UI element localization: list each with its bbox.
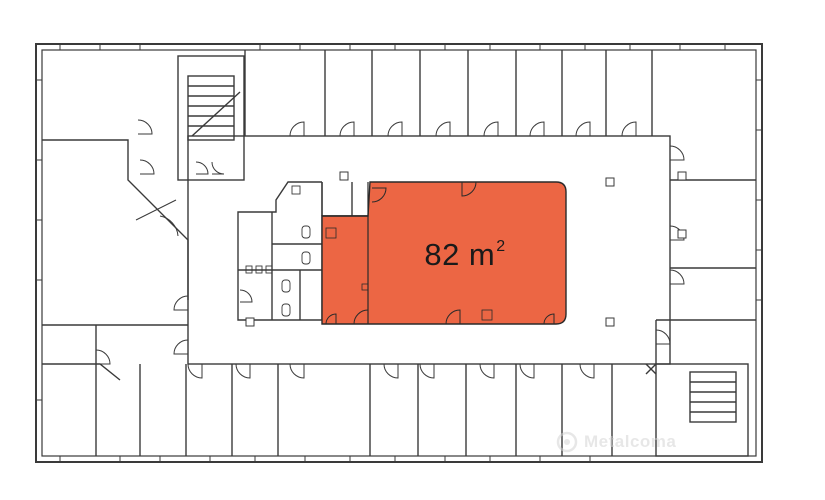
highlighted-unit-area: [321, 181, 567, 325]
exterior-walls: [35, 43, 763, 463]
wc-fixtures: [245, 185, 311, 317]
windows: [36, 44, 762, 462]
area-value: 82 m: [424, 237, 496, 272]
area-unit-exponent: 2: [496, 238, 506, 255]
doors: [95, 119, 685, 379]
area-label: 82 m2: [400, 237, 530, 273]
interior-walls: [42, 50, 756, 457]
columns: [245, 171, 687, 327]
highlighted-unit: [321, 181, 567, 325]
